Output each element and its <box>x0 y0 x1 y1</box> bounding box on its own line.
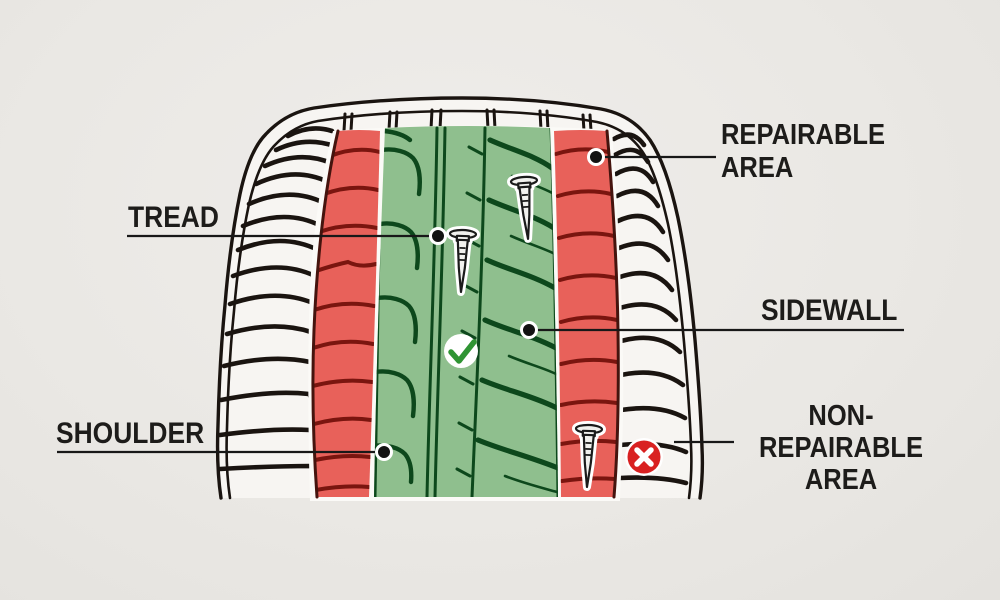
label-repairable-area: REPAIRABLE AREA <box>721 119 885 185</box>
x-circle-icon <box>625 438 663 476</box>
check-circle-icon <box>444 334 478 368</box>
tread-pattern <box>374 126 558 497</box>
label-non-repairable-line1: NON-REPAIRABLE <box>758 400 924 464</box>
callout-dots <box>375 148 605 461</box>
callout-dot <box>375 443 393 461</box>
non-repairable-zone-left <box>311 129 380 499</box>
repairable-zone <box>374 126 558 497</box>
nail-icon <box>572 420 606 491</box>
nail-icon <box>507 172 541 243</box>
leader-lines <box>57 155 904 454</box>
callout-dot <box>429 227 447 245</box>
label-repairable-line2: AREA <box>721 152 794 184</box>
label-sidewall: SIDEWALL <box>761 294 898 327</box>
label-repairable-line1: REPAIRABLE <box>721 119 886 151</box>
callout-dot <box>587 148 605 166</box>
callout-dot <box>520 321 538 339</box>
tire-outline <box>215 96 705 500</box>
label-non-repairable-line2: AREA <box>804 464 878 496</box>
label-non-repairable-area: NON-REPAIRABLE AREA <box>742 400 939 496</box>
label-tread: TREAD <box>128 201 219 234</box>
label-shoulder: SHOULDER <box>56 417 205 450</box>
nail-icon <box>446 225 480 296</box>
